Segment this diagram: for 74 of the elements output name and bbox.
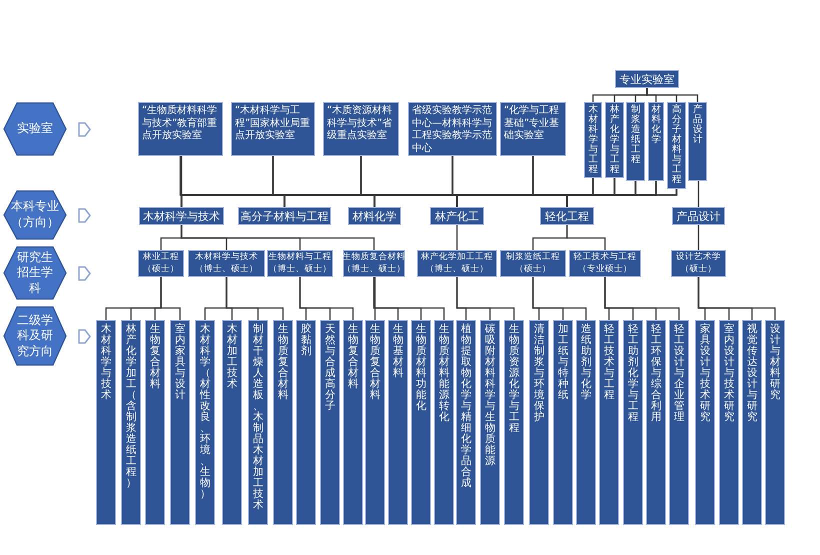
program-box: 专业实验室 xyxy=(615,70,679,88)
column-box: 生物质复合材料 xyxy=(273,320,293,525)
column-box: 林产化学加工（含制浆造纸工程） xyxy=(121,320,141,525)
program-box: 木材科学与技术（博士、硕士） xyxy=(188,250,265,277)
connector-line xyxy=(698,225,700,250)
column-box: 加工纸与特种纸 xyxy=(553,320,573,525)
lab-box: “化学与工程基础”专业基础实验室 xyxy=(500,102,566,156)
program-box: 林产化学加工工程（博士、硕士） xyxy=(417,250,497,277)
column-box: 高分子材料与工程 xyxy=(667,102,686,189)
program-box: 生物材料与工程（博士、硕士） xyxy=(267,250,333,277)
column-box: 生物质材料能源转化 xyxy=(434,320,454,525)
column-box: 室内设计与技术研究 xyxy=(719,320,739,525)
program-box: 林业工程（硕士） xyxy=(138,250,184,277)
program-box: 木材科学与技术 xyxy=(139,207,224,225)
connector-line xyxy=(456,225,458,250)
connector-line xyxy=(698,277,776,320)
connector-line xyxy=(226,277,284,320)
column-box: 造纸助剂与化学 xyxy=(576,320,596,525)
connector-line xyxy=(604,277,680,320)
program-box: 产品设计 xyxy=(672,207,725,225)
lab-box: “生物质材料科学与技术”教育部重点开放实验室 xyxy=(138,102,223,156)
column-box: 产品设计 xyxy=(688,102,707,181)
lab-box: “木材科学与工程”国家林业局重点开放实验室 xyxy=(231,102,315,156)
column-box: 木材科学与工程 xyxy=(584,102,602,178)
program-box: 轻工技术与工程（专业硕士） xyxy=(569,250,641,277)
column-box: 生物质资源化学与工程 xyxy=(504,320,524,525)
connector-line xyxy=(532,277,587,320)
connector-line xyxy=(180,225,375,250)
column-box: 林产化学与工程 xyxy=(605,102,624,178)
connector-line xyxy=(566,225,606,250)
connector-line xyxy=(646,88,698,102)
category-hexagon: 二级学科及研究方向 xyxy=(3,306,67,366)
column-box: 碳吸附材料科学与生物质能源 xyxy=(480,320,500,525)
column-box: 室内家具与设计 xyxy=(170,320,190,525)
program-box: 高分子材料与工程 xyxy=(238,207,331,225)
column-box: 天然与合成高分子 xyxy=(320,320,340,525)
program-box: 制浆造纸工程（硕士） xyxy=(500,250,566,277)
column-box: 视觉传达设计与研究 xyxy=(742,320,762,525)
column-box: 生物质复合材料 xyxy=(365,320,385,525)
column-box: 植物提取物化学与精细化学品合成 xyxy=(456,320,476,525)
category-hexagon: 实验室 xyxy=(3,102,67,156)
column-box: 轻工助剂化学与工程 xyxy=(623,320,643,525)
column-box: 木材加工技术 xyxy=(222,320,242,525)
program-box: 设计艺术学（硕士） xyxy=(671,250,726,277)
column-box: 家具设计与技术研究 xyxy=(695,320,715,525)
connector-line xyxy=(373,277,445,320)
column-box: 制浆造纸工程 xyxy=(626,102,645,181)
connector-line xyxy=(299,277,354,320)
program-box: 林产化工 xyxy=(430,207,484,225)
column-box: 木材科学与技术 xyxy=(96,320,116,525)
connector-line xyxy=(160,277,181,320)
column-box: 轻工设计与企业管理 xyxy=(669,320,689,525)
column-box: 生物复合材料 xyxy=(343,320,363,525)
column-box: 制材干燥人造板、木制品木材加工技术 xyxy=(248,320,268,525)
program-box: 材料化学 xyxy=(348,207,401,225)
column-box: 生物质材料功能化 xyxy=(411,320,431,525)
column-box: 轻工技术与工程 xyxy=(599,320,619,525)
column-box: 设计与材料研究 xyxy=(765,320,785,525)
column-box: 材料化学 xyxy=(648,102,664,181)
column-box: 生物基材料 xyxy=(388,320,408,525)
lab-box: “木质资源材料科学与技术”省级重点实验室 xyxy=(323,102,399,156)
column-box: 清洁制浆与环境保护 xyxy=(529,320,549,525)
program-box: 轻化工程 xyxy=(540,207,594,225)
connector-line xyxy=(456,277,515,320)
column-box: 木材科学（材性改良、环境、生物） xyxy=(195,320,215,525)
lab-box: 省级实验教学示范中心—材料科学与工程实验教学示范中心 xyxy=(408,102,497,156)
column-box: 胶黏剂 xyxy=(296,320,316,525)
column-box: 轻工环保与综合利用 xyxy=(646,320,666,525)
connector-line xyxy=(374,277,376,320)
category-hexagon: 本科专业（方向） xyxy=(3,190,67,240)
category-hexagon: 研究生招生学科 xyxy=(3,246,67,300)
connector-line xyxy=(698,181,700,207)
program-box: 生物质复合材料（博士、硕士） xyxy=(343,250,405,277)
column-box: 生物复合材料 xyxy=(145,320,165,525)
